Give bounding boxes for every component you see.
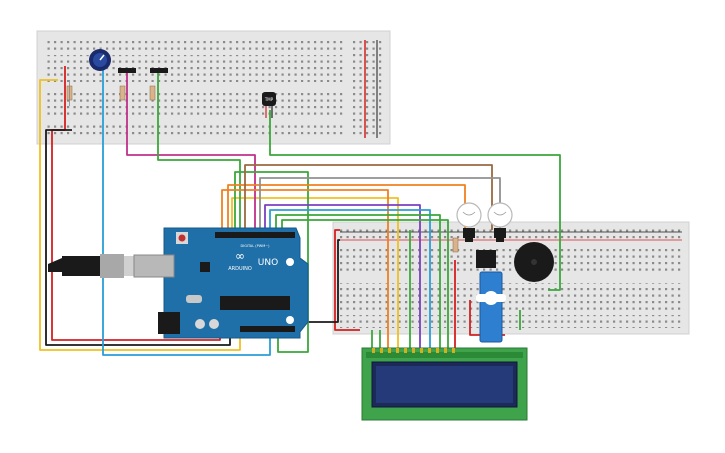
light-bulb-1[interactable] <box>456 202 482 242</box>
svg-text:TMP: TMP <box>264 97 274 102</box>
transistor[interactable] <box>118 68 136 73</box>
resistor[interactable] <box>149 85 156 101</box>
arduino-brand: ARDUINO <box>228 266 252 272</box>
arduino-uno[interactable]: ∞ ARDUINO UNO DIGITAL (PWM~) <box>133 227 309 339</box>
resistor[interactable] <box>119 85 126 101</box>
resistor[interactable] <box>66 80 73 106</box>
breadboard-top[interactable] <box>36 30 391 145</box>
arduino-logo: ∞ <box>235 249 245 263</box>
light-bulb-2[interactable] <box>487 202 513 242</box>
transistor[interactable] <box>150 68 168 73</box>
temperature-sensor[interactable]: TMP <box>262 92 276 118</box>
breadboard-right[interactable] <box>332 221 690 335</box>
potentiometer[interactable] <box>89 49 111 71</box>
lcd-16x2[interactable] <box>361 347 528 421</box>
resistor[interactable] <box>452 237 459 253</box>
servo-motor[interactable] <box>476 250 506 343</box>
lcd-pin-header <box>372 348 455 353</box>
digital-label: DIGITAL (PWM~) <box>240 244 270 248</box>
piezo-buzzer[interactable] <box>514 242 554 282</box>
usb-cable <box>48 254 136 278</box>
arduino-model: UNO <box>258 258 278 268</box>
